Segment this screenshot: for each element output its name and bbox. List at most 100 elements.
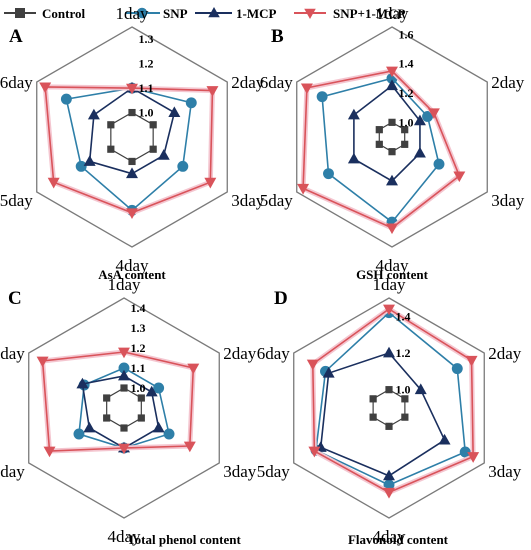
data-point bbox=[149, 145, 157, 153]
data-point bbox=[386, 223, 398, 235]
legend-marker-invtriangle bbox=[304, 8, 316, 19]
series-1-mcp bbox=[347, 79, 426, 186]
legend-marker-square bbox=[15, 8, 25, 18]
data-point bbox=[414, 383, 427, 395]
data-point bbox=[75, 160, 87, 172]
legend-marker-circle bbox=[136, 7, 148, 19]
axis-label-2day: 2day bbox=[223, 344, 257, 363]
series-line bbox=[315, 311, 467, 486]
data-point bbox=[316, 91, 328, 103]
legend: Control SNP 1-MCP SNP+1-MCP bbox=[4, 6, 405, 21]
data-point bbox=[128, 108, 136, 117]
data-point bbox=[120, 384, 128, 392]
data-point bbox=[386, 174, 398, 186]
radar-panel-d: D1day2day3day4day5day6day1.01.21.4Flavon… bbox=[257, 275, 522, 547]
data-point bbox=[375, 140, 383, 148]
data-point bbox=[43, 446, 56, 458]
data-point bbox=[185, 97, 197, 109]
data-point bbox=[383, 469, 395, 481]
tick-label: 1.0 bbox=[139, 106, 154, 120]
data-point bbox=[433, 158, 445, 170]
data-point bbox=[369, 395, 377, 403]
data-point bbox=[36, 356, 49, 368]
radar-panel-b: B1day2day3day4day5day6day1.01.21.41.6GSH… bbox=[260, 4, 525, 282]
tick-label: 1.4 bbox=[396, 309, 411, 323]
data-point bbox=[153, 382, 165, 394]
data-point bbox=[300, 83, 313, 95]
legend-item-1-mcp: 1-MCP bbox=[195, 6, 276, 21]
legend-label: 1-MCP bbox=[236, 6, 276, 21]
data-point bbox=[383, 346, 395, 358]
series-line bbox=[319, 352, 446, 477]
data-point bbox=[39, 82, 52, 94]
radar-panel-c: C1day2day3day4day5day6day1.01.11.21.31.4… bbox=[0, 275, 257, 547]
series-control bbox=[369, 386, 409, 430]
axis-label-3day: 3day bbox=[488, 462, 522, 481]
data-point bbox=[401, 395, 409, 403]
data-point bbox=[401, 413, 409, 421]
legend-item-snp-plus-1-mcp: SNP+1-MCP bbox=[294, 6, 405, 21]
axis-label-2day: 2day bbox=[231, 73, 265, 92]
data-point bbox=[152, 421, 165, 433]
data-point bbox=[120, 424, 128, 432]
panel-letter: D bbox=[274, 288, 288, 309]
series-glow bbox=[310, 306, 476, 495]
axis-label-5day: 5day bbox=[0, 462, 25, 481]
data-point bbox=[118, 443, 130, 455]
legend-marker-triangle bbox=[208, 7, 220, 18]
axis-label-6day: 6day bbox=[0, 344, 25, 363]
data-point bbox=[73, 428, 85, 440]
legend-item-control: Control bbox=[4, 6, 85, 21]
data-point bbox=[438, 433, 451, 445]
data-point bbox=[137, 414, 145, 422]
data-point bbox=[401, 140, 409, 148]
data-point bbox=[375, 126, 383, 134]
data-point bbox=[308, 446, 321, 458]
data-point bbox=[145, 385, 158, 397]
tick-label: 1.2 bbox=[139, 57, 154, 71]
axis-label-3day: 3day bbox=[491, 191, 525, 210]
data-point bbox=[386, 66, 398, 78]
data-point bbox=[388, 118, 396, 126]
data-point bbox=[103, 394, 111, 402]
series-snp-plus-1-mcp bbox=[297, 66, 466, 235]
data-point bbox=[206, 86, 219, 97]
data-point bbox=[413, 146, 426, 158]
axis-label-1day: 1day bbox=[375, 4, 409, 23]
axis-label-4day: 4day bbox=[375, 256, 409, 275]
data-point bbox=[322, 366, 335, 378]
data-point bbox=[347, 108, 360, 120]
data-point bbox=[149, 121, 157, 129]
data-point bbox=[107, 121, 115, 129]
radar-frame bbox=[28, 297, 220, 519]
axis-label-1day: 1day bbox=[372, 275, 406, 294]
data-point bbox=[83, 155, 96, 166]
axis-label-4day: 4day bbox=[372, 527, 406, 546]
data-point bbox=[323, 168, 334, 180]
data-point bbox=[297, 183, 310, 195]
data-point bbox=[183, 441, 196, 453]
panel-letter: C bbox=[8, 288, 22, 309]
data-point bbox=[467, 452, 480, 463]
tick-label: 1.2 bbox=[396, 346, 411, 360]
data-point bbox=[83, 421, 96, 433]
legend-item-snp: SNP bbox=[125, 6, 188, 21]
data-point bbox=[385, 422, 393, 430]
data-point bbox=[163, 428, 175, 440]
data-point bbox=[118, 362, 130, 374]
axis-label-5day: 5day bbox=[260, 191, 294, 210]
axis-label-3day: 3day bbox=[231, 191, 265, 210]
data-point bbox=[388, 148, 396, 156]
tick-label: 1.4 bbox=[131, 301, 146, 315]
data-point bbox=[87, 108, 100, 120]
axis-label-5day: 5day bbox=[257, 462, 291, 481]
axis-label-4day: 4day bbox=[115, 256, 149, 275]
panel-letter: B bbox=[271, 26, 284, 47]
radar-frame bbox=[36, 26, 228, 248]
data-point bbox=[137, 394, 145, 402]
data-point bbox=[465, 355, 478, 367]
radar-panel-a: A1day2day3day4day5day6day1.01.11.21.3AsA… bbox=[0, 4, 265, 282]
axis-label-6day: 6day bbox=[0, 73, 33, 92]
legend-label: SNP bbox=[163, 6, 188, 21]
axis-label-2day: 2day bbox=[488, 344, 522, 363]
